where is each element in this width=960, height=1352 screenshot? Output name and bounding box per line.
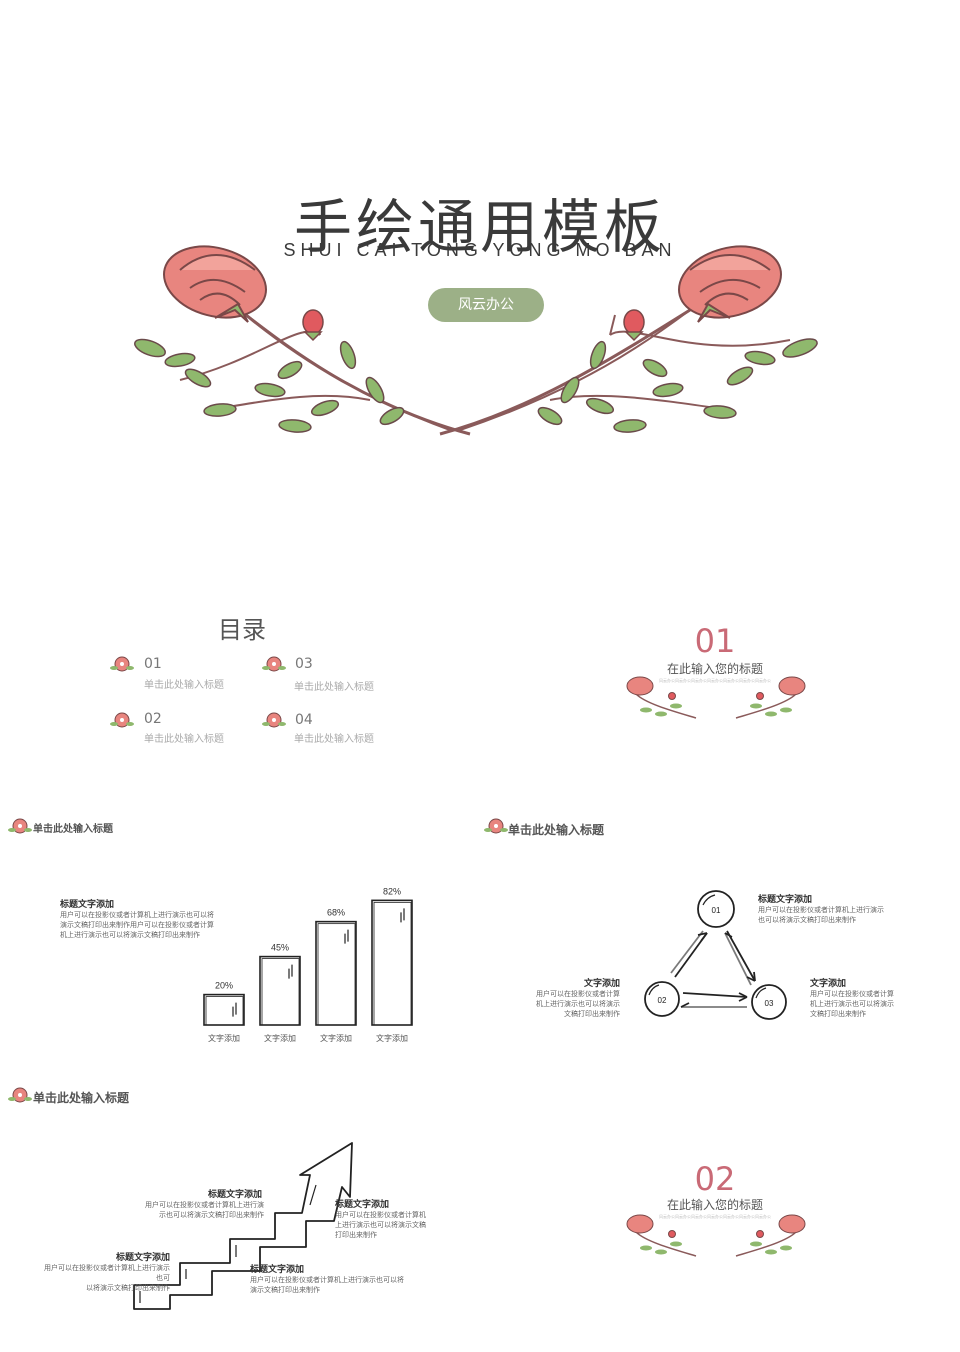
flower-icon [8, 1087, 32, 1103]
section-title: 在此输入您的标题 [666, 1198, 763, 1212]
toc-slide: 目录 01 单击此处输入标题 02 单击此处输入标题 03 单击此处输入标题 0… [0, 590, 480, 770]
stairs-slide: 单击此处输入标题 标题文字添加 用户可以在投影仪或者计算机上进行演示也可以将演示… [0, 1075, 480, 1335]
flower-icon [262, 712, 286, 728]
text-block-title: 文字添加 [810, 979, 847, 989]
cycle-node-label: 03 [765, 999, 774, 1008]
slide-heading: 单击此处输入标题 [508, 823, 605, 837]
bar-value-label: 20% [215, 981, 233, 991]
cycle-node-label: 01 [712, 906, 721, 915]
cover-subtitle: SHUI CAI TONG YONG MO BAN [283, 240, 677, 260]
bar-category-label: 文字添加 [376, 1033, 408, 1043]
bar [259, 955, 301, 1026]
cover-title: 手绘通用模板 [293, 193, 666, 261]
stair-arrow-icon [133, 1142, 353, 1310]
bar [315, 920, 357, 1026]
bar-value-label: 82% [383, 886, 401, 896]
section-title: 在此输入您的标题 [666, 662, 763, 676]
bar-chart: 20% 文字添加 45% 文字添加 68% 文字添加 82% 文字添加 [203, 886, 413, 1043]
toc-item-number: 03 [295, 656, 313, 672]
bar-outline-sketch [261, 958, 300, 1026]
floral-branch-right-icon [439, 245, 818, 436]
floral-divider-icon [626, 676, 806, 719]
bar-outline-sketch [317, 923, 356, 1026]
toc-title: 目录 [218, 616, 266, 644]
floral-branch-left-icon [134, 245, 471, 436]
text-block-title: 文字添加 [584, 979, 621, 989]
text-block-body: 用户可以在投影仪或者计算机上进行演示也可以将演示文稿打印出来制作 [145, 1201, 264, 1219]
toc-item-number: 01 [144, 656, 162, 672]
flower-icon [484, 818, 508, 834]
toc-item-label: 单击此处输入标题 [294, 682, 374, 693]
text-block-body: 用户可以在投影仪或者计算机上进行演示也可以将演示文稿打印出来制作 [44, 1264, 170, 1292]
bar-sketch-mark [288, 964, 293, 979]
flower-icon [8, 818, 32, 834]
bar-sketch-mark [400, 908, 405, 923]
bar-category-label: 文字添加 [208, 1033, 240, 1043]
slide-heading: 单击此处输入标题 [33, 1091, 130, 1105]
slide-heading: 单击此处输入标题 [33, 824, 113, 835]
floral-divider-icon [626, 1214, 806, 1257]
bar-outline-sketch [373, 901, 412, 1026]
text-block-body: 用户可以在投影仪或者计算机上进行演示也可以将演示文稿打印出来制作 [536, 990, 620, 1018]
bar-category-label: 文字添加 [264, 1033, 296, 1043]
toc-item-label: 单击此处输入标题 [144, 734, 224, 745]
section-number: 01 [694, 622, 736, 660]
toc-item-number: 02 [144, 711, 162, 727]
toc-item-label: 单击此处输入标题 [144, 680, 224, 691]
text-block-title: 标题文字添加 [250, 1265, 305, 1275]
text-block-title: 标题文字添加 [758, 895, 813, 905]
text-block-title: 标题文字添加 [60, 900, 115, 910]
section-02-slide: 02 在此输入您的标题 风云办公风云办公风云办公风云办公风云办公风云办公风云办公 [480, 1140, 960, 1280]
flower-icon [110, 656, 134, 672]
text-block-body: 用户可以在投影仪或者计算机上进行演示也可以将演示文稿打印出来制作 [335, 1211, 426, 1239]
toc-item-label: 单击此处输入标题 [294, 734, 374, 745]
text-block-title: 标题文字添加 [116, 1253, 171, 1263]
cycle-slide: 单击此处输入标题 01 02 03 标题文字添加 用户可以在投影仪或者计算机上进… [480, 800, 960, 1060]
flower-icon [262, 656, 286, 672]
bar-outline-sketch [205, 996, 244, 1026]
bar-category-label: 文字添加 [320, 1033, 352, 1043]
bar-sketch-mark [232, 1002, 237, 1017]
text-block-title: 标题文字添加 [335, 1200, 390, 1210]
bar [371, 899, 413, 1026]
cycle-diagram: 01 02 03 [644, 890, 787, 1020]
text-block-body: 用户可以在投影仪或者计算机上进行演示也可以将 演示文稿打印出来制作用户可以在投影… [60, 911, 214, 939]
cover-slide: 手绘通用模板 SHUI CAI TONG YONG MO BAN 风云办公 [0, 0, 960, 560]
cycle-node-label: 02 [658, 996, 667, 1005]
bar-chart-slide: 单击此处输入标题 标题文字添加 用户可以在投影仪或者计算机上进行演示也可以将 演… [0, 800, 480, 1060]
bar [203, 993, 245, 1026]
text-block-body: 用户可以在投影仪或者计算机上进行演示也可以将演示文稿打印出来制作 [810, 990, 894, 1018]
section-01-slide: 01 在此输入您的标题 风云办公风云办公风云办公风云办公风云办公风云办公风云办公 [480, 590, 960, 770]
toc-item-number: 04 [295, 712, 313, 728]
bar-value-label: 68% [327, 908, 345, 918]
bar-sketch-mark [344, 929, 349, 944]
cover-pill-button[interactable]: 风云办公 [428, 288, 544, 322]
text-block-body: 用户可以在投影仪或者计算机上进行演示也可以将演示文稿打印出来制作 [250, 1276, 404, 1294]
text-block-title: 标题文字添加 [208, 1190, 263, 1200]
section-number: 02 [694, 1160, 736, 1198]
flower-icon [110, 712, 134, 728]
section-caption: 风云办公风云办公风云办公风云办公风云办公风云办公风云办公 [659, 1214, 771, 1219]
bar-value-label: 45% [271, 943, 289, 953]
text-block-body: 用户可以在投影仪或者计算机上进行演示也可以将演示文稿打印出来制作 [758, 906, 884, 924]
section-caption: 风云办公风云办公风云办公风云办公风云办公风云办公风云办公 [659, 678, 771, 683]
